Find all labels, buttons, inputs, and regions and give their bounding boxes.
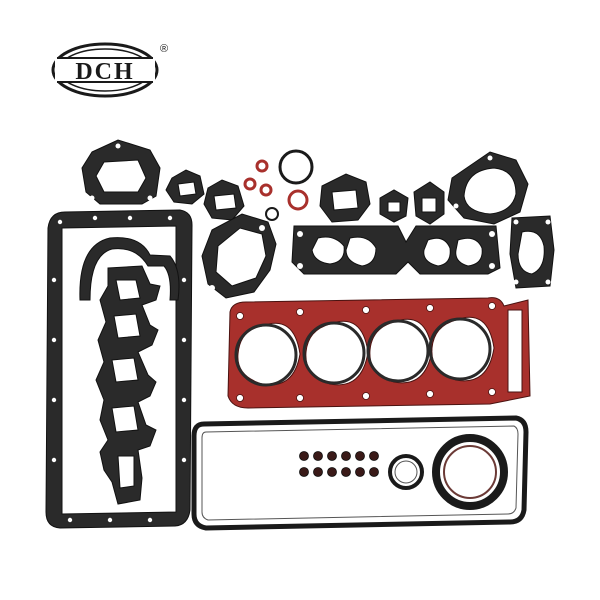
thermostat-housing-gasket: [81, 139, 161, 205]
exhaust-manifold-gasket: [291, 225, 501, 275]
thermostat-gasket: [447, 151, 529, 225]
intake-flange-gasket: [319, 173, 371, 223]
dch-logo: DCH ®: [51, 42, 168, 98]
registered-mark: ®: [160, 43, 168, 55]
outlet-flange-gasket: [165, 169, 205, 205]
valve-stem-seals: [299, 451, 379, 477]
camshaft-seal: [388, 454, 424, 490]
cylinder-head-gasket: [227, 297, 531, 409]
oil-pan-gasket: [45, 209, 193, 529]
water-pump-gasket: [201, 213, 277, 299]
egr-flange-gasket: [203, 179, 245, 221]
small-flange-gasket: [379, 189, 409, 223]
o-rings: [243, 149, 314, 221]
valve-cover-gasket: [191, 415, 529, 531]
logo-text: DCH: [75, 59, 134, 85]
intake-manifold-gasket: [95, 265, 161, 505]
throttle-body-gasket: [509, 215, 555, 289]
crankshaft-oil-seal: [432, 434, 508, 510]
timing-cover-gasket: [79, 237, 180, 301]
egr-valve-gasket: [413, 181, 445, 225]
